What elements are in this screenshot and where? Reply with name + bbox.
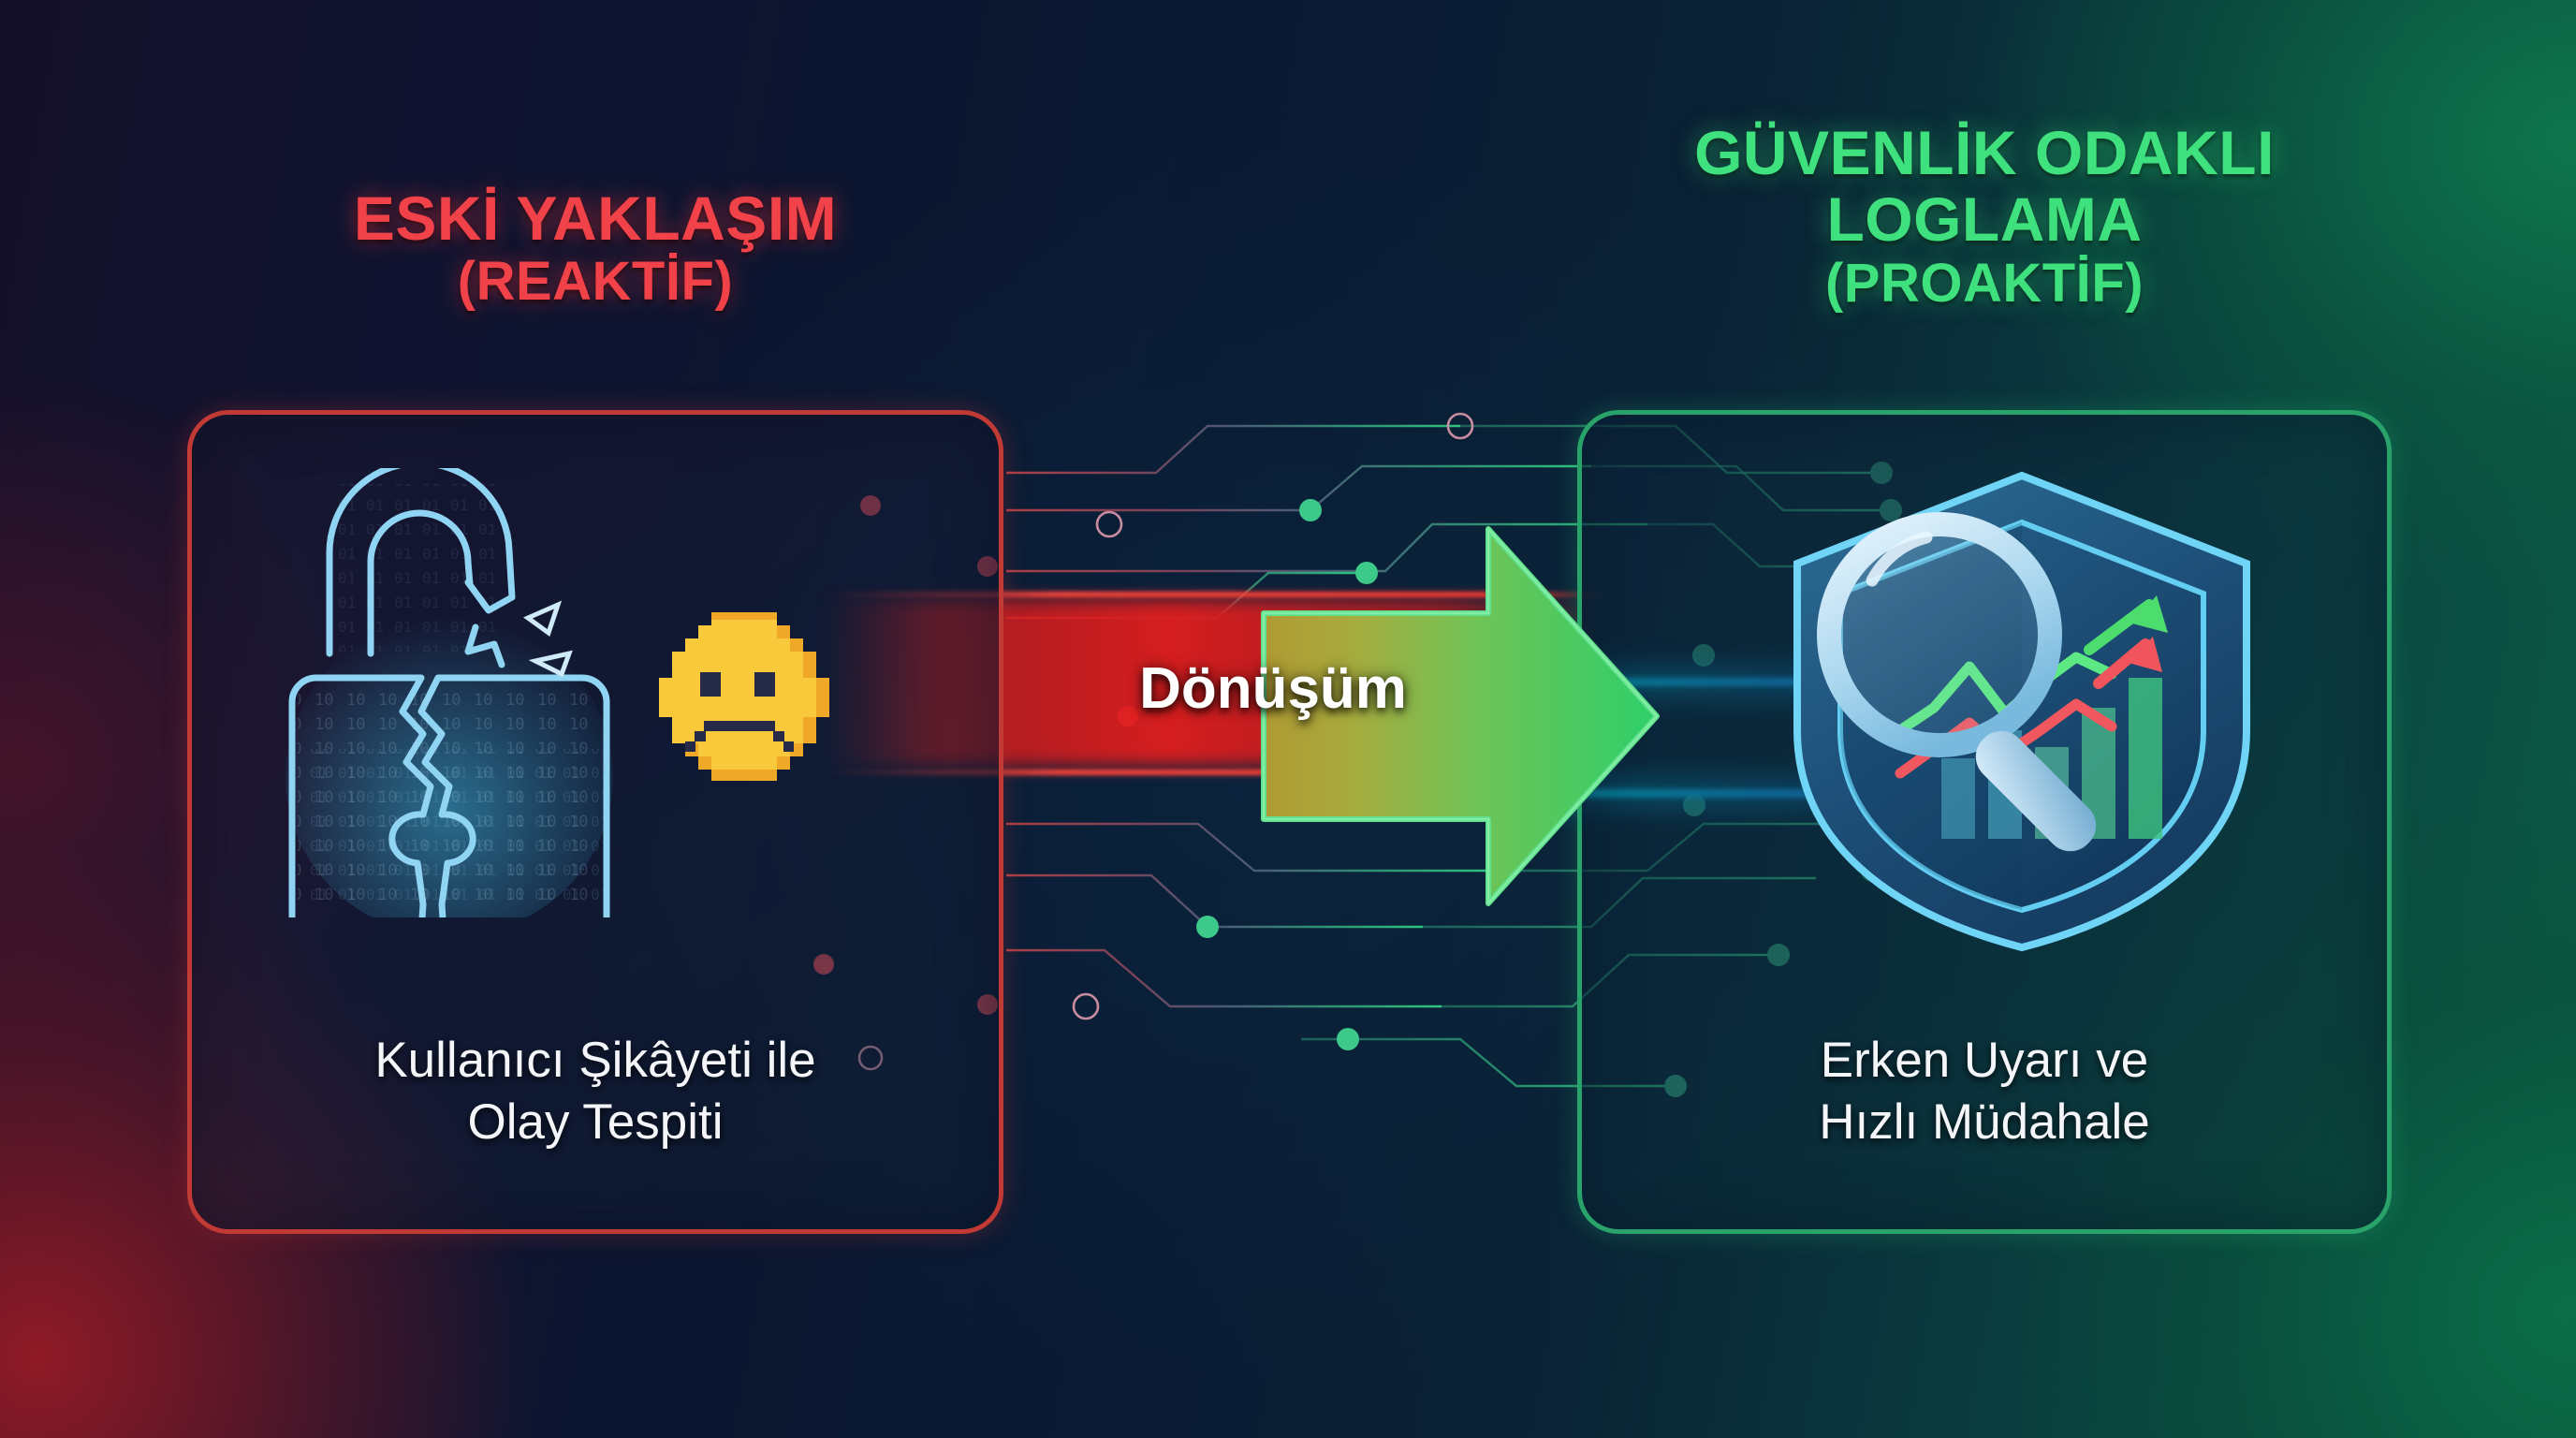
right-heading-line2: LOGLAMA xyxy=(1826,184,2143,255)
transformation-arrow-icon xyxy=(1261,526,1660,906)
left-caption-line1: Kullanıcı Şikâyeti ile xyxy=(374,1033,816,1088)
left-heading-line2: (REAKTİF) xyxy=(457,251,734,313)
sad-face-emoji-icon xyxy=(659,612,829,781)
right-heading: GÜVENLİK ODAKLI LOGLAMA (PROAKTİF) xyxy=(1577,121,2392,314)
broken-padlock-icon xyxy=(285,468,613,917)
left-caption-line2: Olay Tespiti xyxy=(467,1093,724,1150)
right-caption-line1: Erken Uyarı ve xyxy=(1820,1033,2149,1088)
left-heading-line1: ESKİ YAKLAŞIM xyxy=(353,183,838,253)
right-heading-line3: (PROAKTİF) xyxy=(1824,252,2144,314)
left-caption: Kullanıcı Şikâyeti ile Olay Tespiti xyxy=(187,1030,1003,1152)
right-caption-line2: Hızlı Müdahale xyxy=(1819,1093,2150,1150)
right-caption: Erken Uyarı ve Hızlı Müdahale xyxy=(1577,1030,2392,1152)
arrow-label: Dönüşüm xyxy=(1139,656,1407,721)
shield-icon xyxy=(1793,471,2250,952)
magnifying-glass-icon xyxy=(1817,512,2097,852)
right-heading-line1: GÜVENLİK ODAKLI xyxy=(1694,118,2275,187)
crack-spark-icon xyxy=(523,600,573,678)
left-heading: ESKİ YAKLAŞIM (REAKTİF) xyxy=(187,186,1003,313)
